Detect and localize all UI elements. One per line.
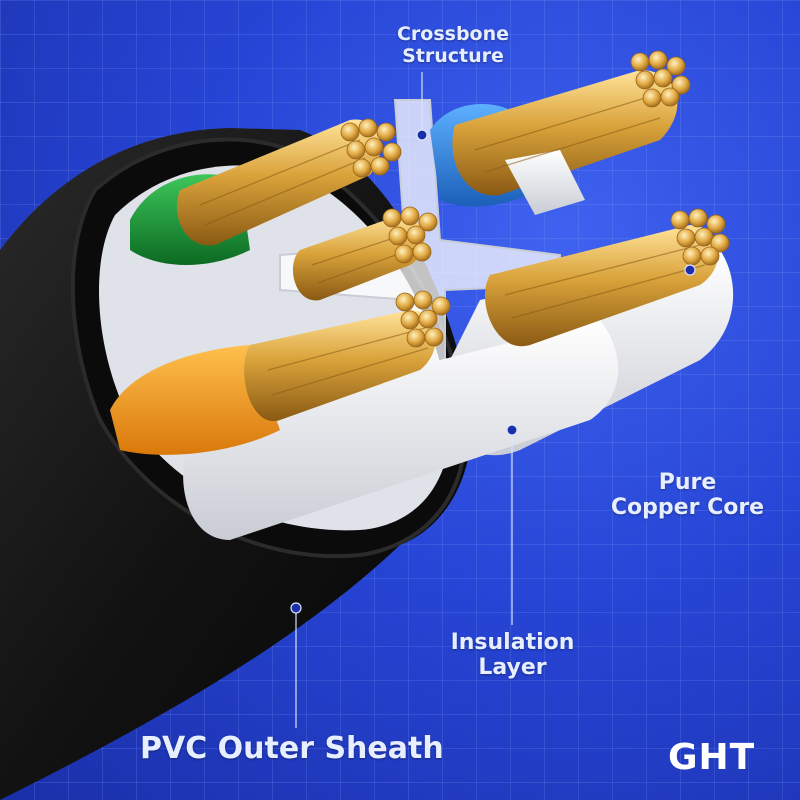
white-wire-insulation-lower: [183, 320, 619, 540]
copper-core-label: Pure Copper Core: [600, 470, 775, 521]
insulation-label-line1: Insulation: [450, 630, 575, 655]
pvc-outer-sheath-label: PVC Outer Sheath: [140, 731, 444, 766]
crossbone-label-line2: Structure: [402, 44, 504, 67]
leader-dot-icon: [290, 129, 696, 614]
copper-twist-lines: [199, 94, 706, 396]
crossbone-label-line1: Crossbone: [396, 23, 510, 45]
green-wire-copper: [176, 119, 381, 246]
copper-label-line2: Copper Core: [610, 495, 765, 521]
insulation-label-line2: Layer: [478, 655, 547, 681]
copper-label-line1: Pure: [658, 470, 717, 495]
leader-lines: [295, 72, 513, 728]
brand-logo: GHT: [668, 737, 756, 778]
insulation-layer-label: Insulation Layer: [430, 630, 595, 681]
copper-strand-icon: [340, 50, 730, 348]
crossbone-structure-label: Crossbone Structure: [378, 23, 528, 68]
orange-wire-insulation: [110, 345, 280, 455]
white-sleeve-blue: [505, 150, 585, 215]
